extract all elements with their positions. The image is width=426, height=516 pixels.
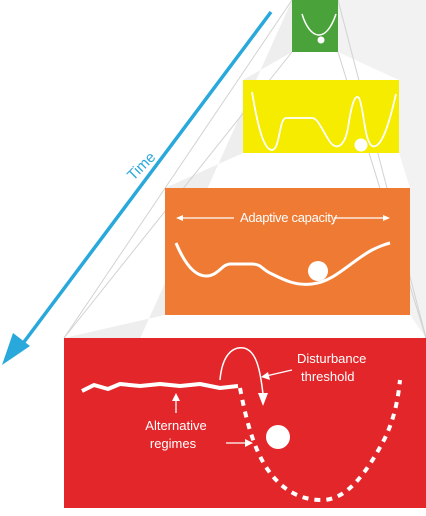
disturbance-jump-arrow xyxy=(219,347,264,395)
panel-red xyxy=(64,338,426,508)
disturbance-jump-arrowhead xyxy=(258,393,268,406)
adaptive-capacity-label: Adaptive capacity xyxy=(240,210,337,225)
panel-orange xyxy=(165,188,410,315)
panel-red-box xyxy=(64,338,426,508)
panel-green-curve xyxy=(301,13,337,36)
panel-green xyxy=(292,0,338,52)
alternative-regimes-label: Alternative regimes xyxy=(136,418,216,451)
collapsed-regime-curve xyxy=(238,379,402,503)
disturbance-label-line2: threshold xyxy=(301,369,355,384)
panel-yellow-ball xyxy=(354,138,368,152)
panel-green-ball xyxy=(317,36,325,44)
panel-yellow-curve xyxy=(251,91,397,151)
adaptive-capacity-arrow xyxy=(176,215,390,221)
threshold-pointer-arrow xyxy=(265,369,293,377)
panel-yellow-box xyxy=(243,80,399,153)
perspective-right-face xyxy=(338,0,426,338)
time-arrow xyxy=(2,10,273,365)
alternative-label-line1: Alternative xyxy=(145,418,207,433)
panel-red-ball xyxy=(266,425,290,449)
alternative-regime-curve xyxy=(81,382,239,393)
alternative-label-line2: regimes xyxy=(149,436,197,451)
panel-yellow xyxy=(243,80,399,153)
panel-orange-curve xyxy=(174,241,391,286)
disturbance-label-line1: Disturbance xyxy=(297,351,367,366)
panel-orange-ball xyxy=(308,261,328,281)
panel-orange-box xyxy=(165,188,410,315)
disturbance-threshold-label: Disturbance threshold xyxy=(297,351,366,384)
